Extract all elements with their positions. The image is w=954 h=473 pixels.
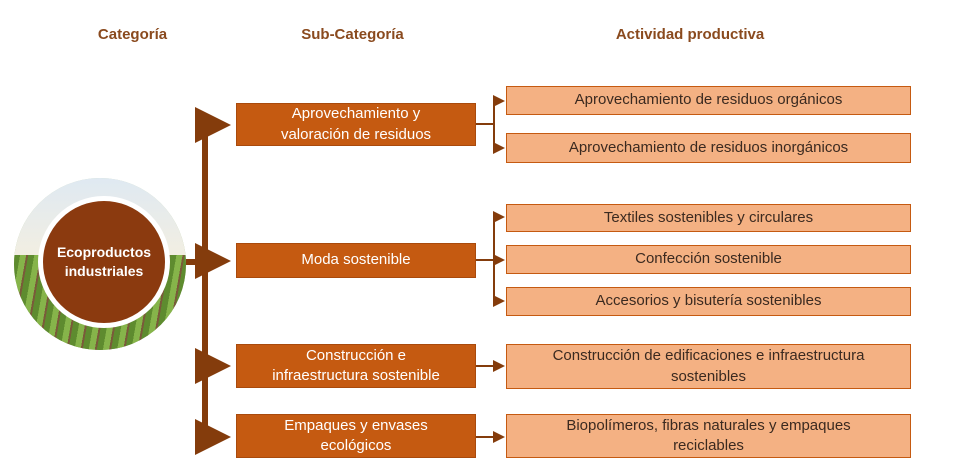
- activity-label: sostenibles: [670, 367, 747, 385]
- subcategory-moda: Moda sostenible: [236, 243, 476, 278]
- activity-confeccion: Confección sostenible: [506, 245, 911, 274]
- category-node: Ecoproductos industriales: [38, 196, 170, 328]
- activity-label: Accesorios y bisutería sostenibles: [595, 292, 822, 310]
- activity-label: Textiles sostenibles y circulares: [603, 208, 814, 226]
- subcategory-label: Empaques y envases: [284, 416, 428, 434]
- activity-label: Construcción de edificaciones e infraest…: [552, 347, 865, 365]
- activity-label: reciclables: [673, 437, 744, 454]
- header-categoria: Categoría: [97, 26, 168, 43]
- activity-accesorios: Accesorios y bisutería sostenibles: [506, 287, 911, 316]
- activity-residuos-inorganicos: Aprovechamiento de residuos inorgánicos: [506, 133, 911, 163]
- subcategory-label: infraestructura sostenible: [272, 367, 440, 384]
- subcategory-label: Moda sostenible: [301, 251, 411, 269]
- category-line-2: industriales: [64, 263, 144, 279]
- subcategory-label: Construcción e: [305, 346, 407, 364]
- activity-textiles: Textiles sostenibles y circulares: [506, 204, 911, 232]
- activity-label: Aprovechamiento de residuos inorgánicos: [568, 138, 849, 156]
- subcategory-empaques: Empaques y envases ecológicos: [236, 414, 476, 458]
- subcategory-construccion: Construcción e infraestructura sostenibl…: [236, 344, 476, 388]
- category-line-1: Ecoproductos: [56, 244, 152, 261]
- subcategory-aprovechamiento: Aprovechamiento y valoración de residuos: [236, 103, 476, 146]
- activity-label: Biopolímeros, fibras naturales y empaque…: [566, 416, 851, 434]
- activity-label: Aprovechamiento de residuos orgánicos: [574, 91, 843, 109]
- activity-edificaciones: Construcción de edificaciones e infraest…: [506, 344, 911, 389]
- subcategory-label: ecológicos: [320, 437, 392, 454]
- subcategory-label: Aprovechamiento y: [291, 105, 421, 123]
- header-subcategoria: Sub-Categoría: [301, 26, 404, 43]
- header-actividad: Actividad productiva: [615, 26, 765, 43]
- activity-label: Confección sostenible: [635, 250, 782, 268]
- subcategory-label: valoración de residuos: [280, 125, 432, 143]
- activity-residuos-organicos: Aprovechamiento de residuos orgánicos: [506, 86, 911, 115]
- activity-biopolimeros: Biopolímeros, fibras naturales y empaque…: [506, 414, 911, 458]
